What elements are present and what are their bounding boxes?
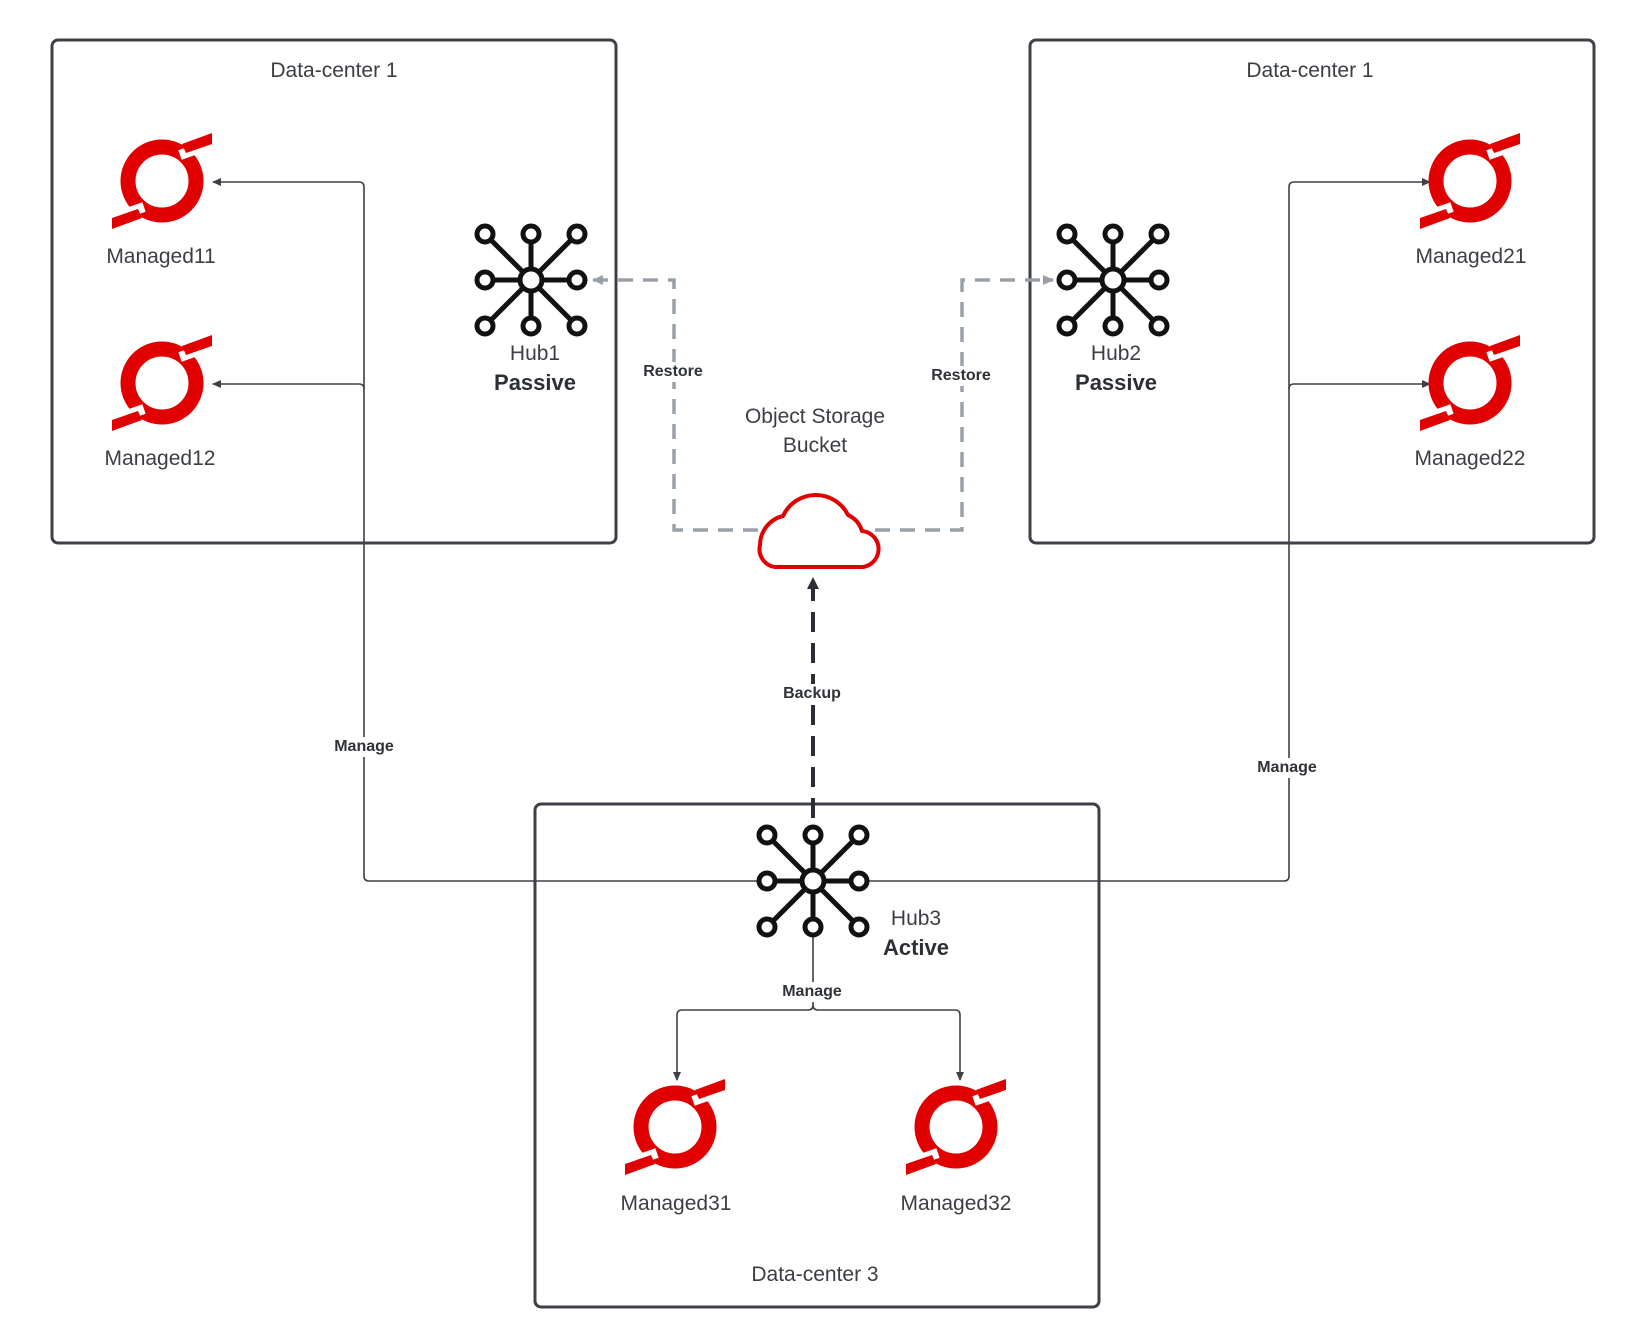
datacenter-3-box (533, 802, 1101, 1309)
backup-label: Backup (780, 684, 844, 704)
manage-label-right: Manage (1254, 758, 1320, 778)
restore-line-to-hub1 (592, 275, 758, 532)
manage-line-to-managed22 (1288, 380, 1431, 390)
datacenter-2-title: Data-center 1 (1246, 59, 1374, 82)
hub3-state: Active (882, 935, 950, 960)
restore-label-left: Restore (640, 362, 706, 382)
managed31-logo-icon (617, 1079, 733, 1175)
hub3-name: Hub3 (890, 907, 942, 930)
managed12-label: Managed12 (104, 447, 216, 470)
hub1-name: Hub1 (509, 342, 561, 365)
restore-line-to-hub2 (875, 275, 1054, 532)
restore-label-right: Restore (928, 366, 994, 386)
managed21-label: Managed21 (1415, 245, 1527, 268)
managed12-logo-icon (104, 335, 220, 431)
hub2-state: Passive (1075, 370, 1157, 395)
hub1-icon (477, 226, 585, 334)
cloud-icon (757, 493, 881, 570)
datacenter-3-title: Data-center 3 (751, 1263, 879, 1286)
manage-label-left: Manage (331, 737, 397, 757)
datacenter-1-title: Data-center 1 (270, 59, 398, 82)
managed21-logo-icon (1412, 133, 1528, 229)
datacenter-1-box (50, 38, 618, 545)
managed31-label: Managed31 (620, 1192, 732, 1215)
hub2-name: Hub2 (1090, 342, 1142, 365)
storage-label-line1: Object Storage (744, 405, 886, 428)
datacenter-2-box (1028, 38, 1596, 545)
hub2-icon (1059, 226, 1167, 334)
managed32-logo-icon (898, 1079, 1014, 1175)
manage-line-to-managed32 (812, 1004, 964, 1081)
storage-label-line2: Bucket (782, 434, 848, 457)
managed11-logo-icon (104, 133, 220, 229)
manage-line-to-managed31 (673, 930, 814, 1081)
managed22-label: Managed22 (1414, 447, 1526, 470)
manage-line-to-managed11 (212, 178, 813, 882)
manage-label-bottom: Manage (779, 982, 845, 1002)
manage-line-to-managed12 (212, 380, 365, 390)
managed32-label: Managed32 (900, 1192, 1012, 1215)
hub1-state: Passive (494, 370, 576, 395)
manage-line-to-managed21 (813, 178, 1431, 882)
hub3-icon (759, 827, 867, 935)
managed11-label: Managed11 (106, 245, 216, 268)
managed22-logo-icon (1412, 335, 1528, 431)
